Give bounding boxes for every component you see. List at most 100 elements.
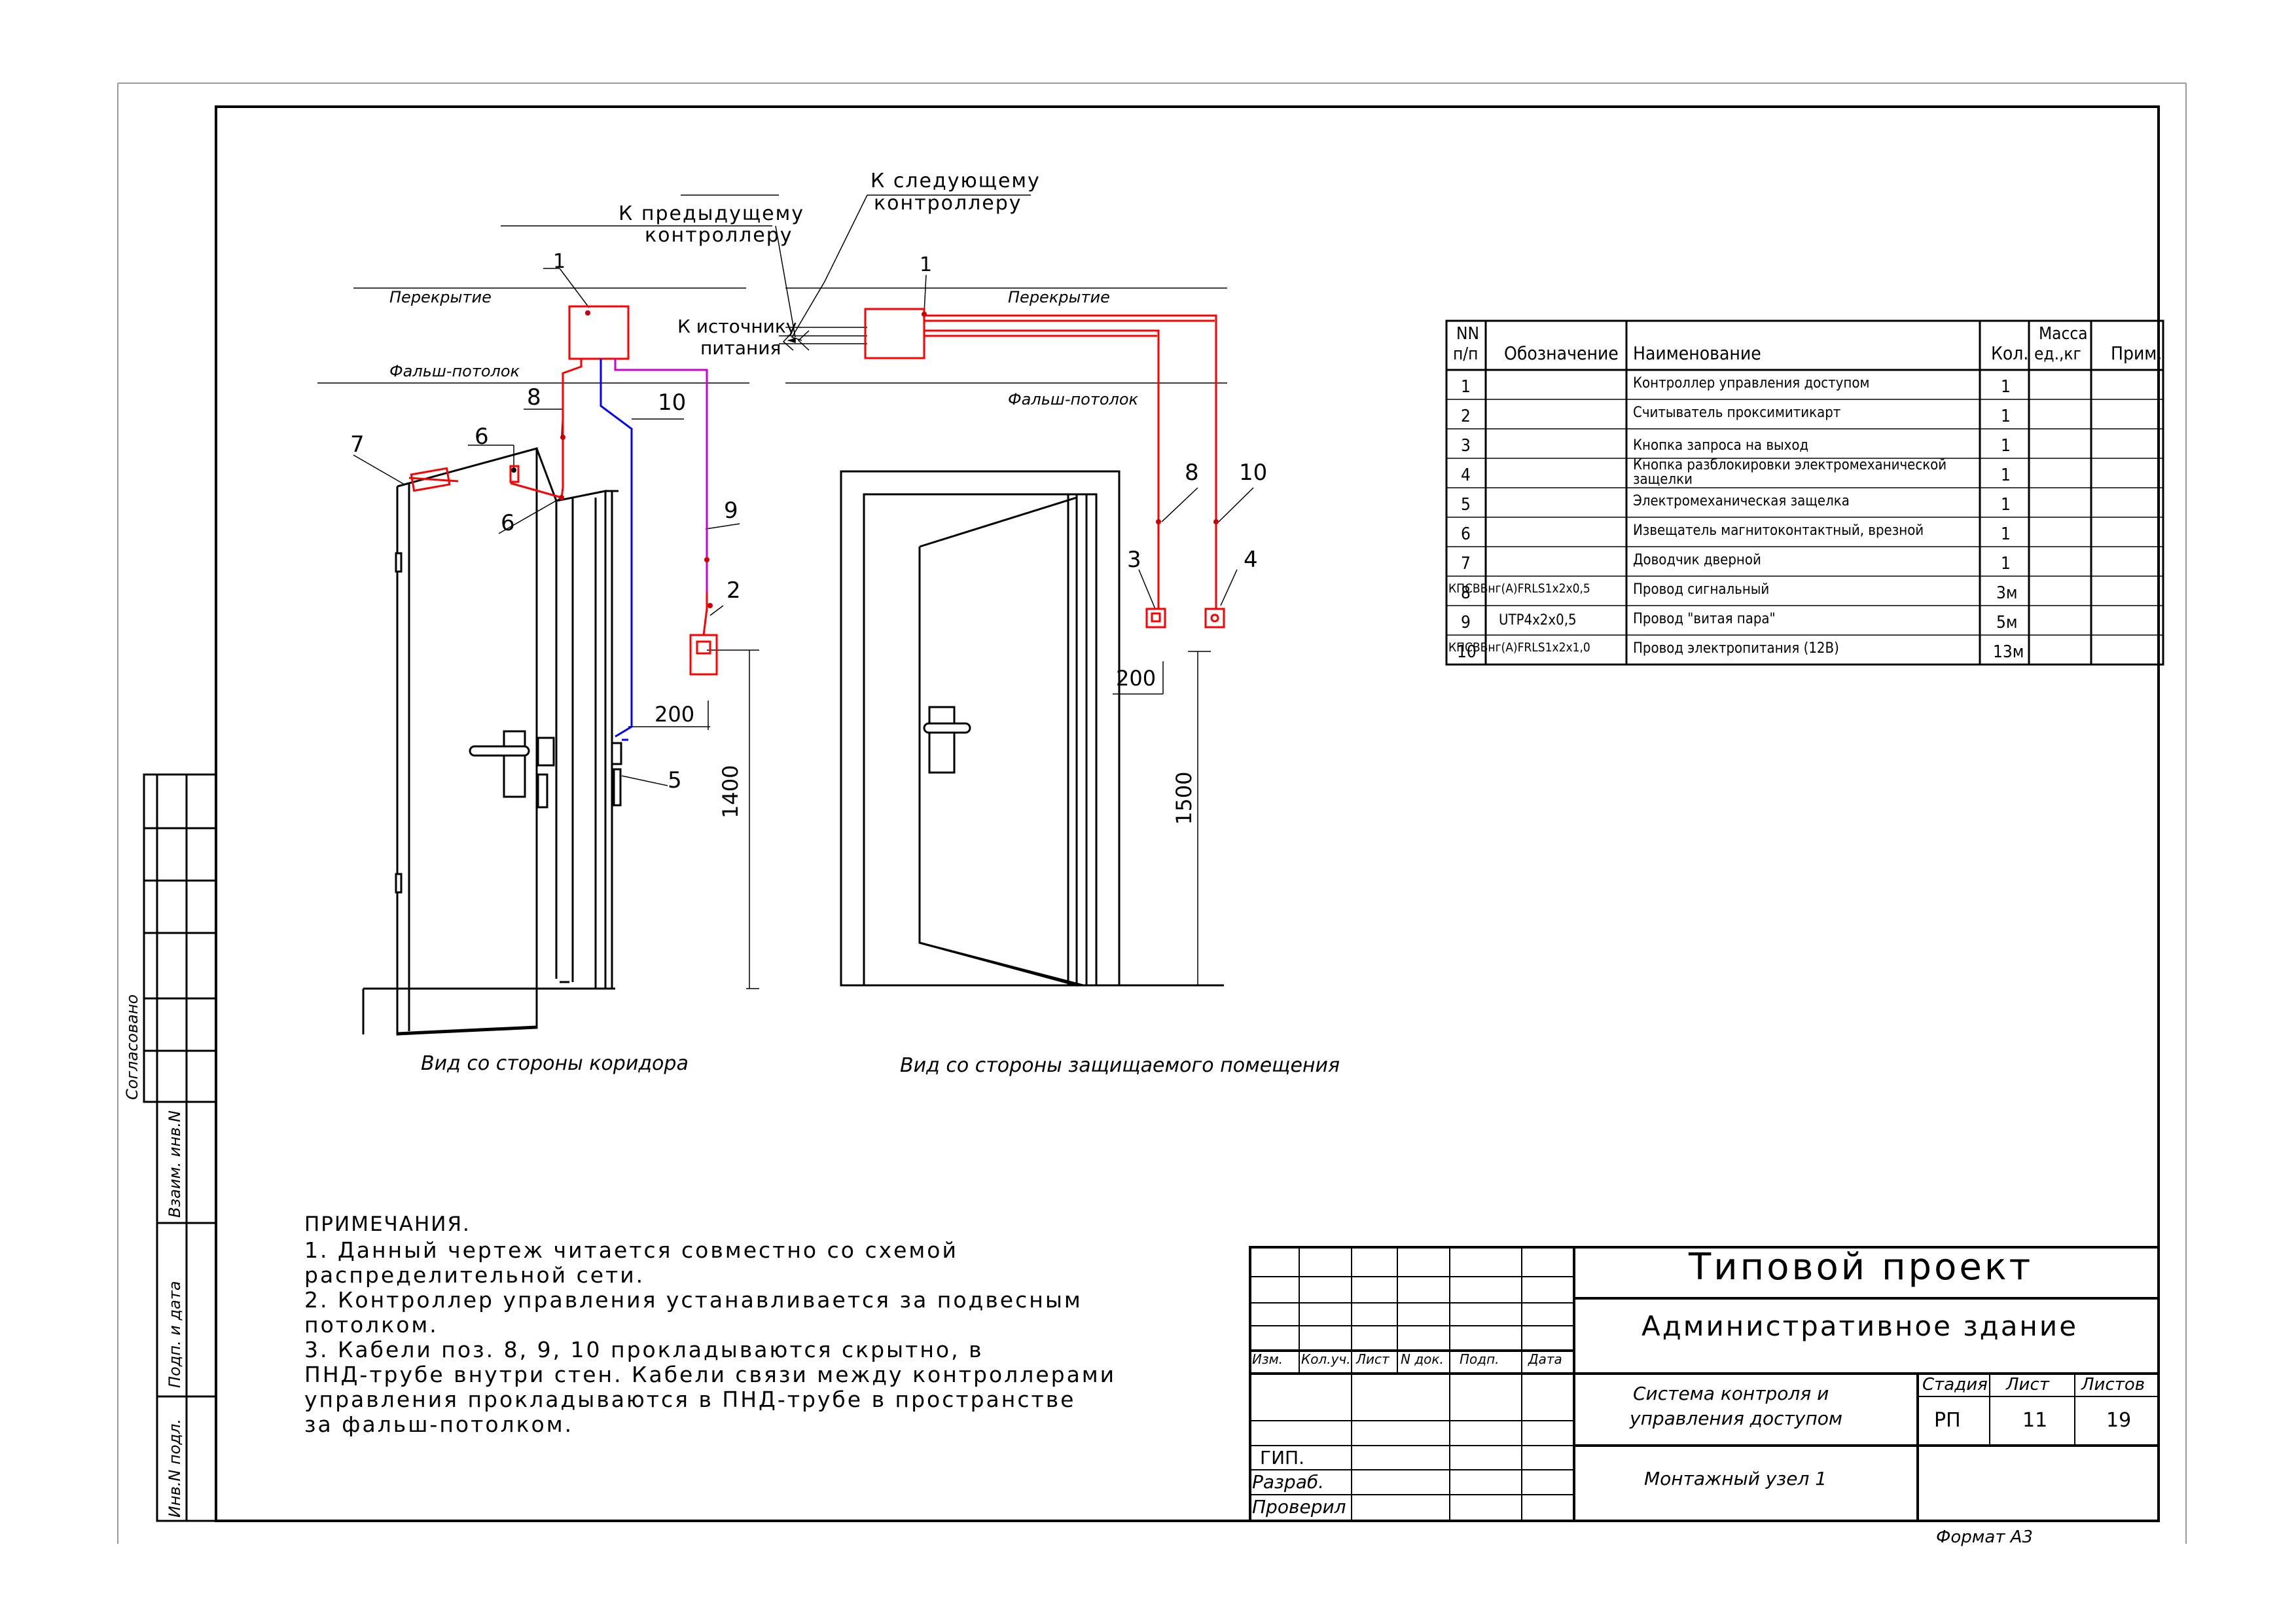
callout-9: 9 bbox=[724, 498, 738, 524]
tb-stage-label: Стадия bbox=[1922, 1375, 1988, 1395]
th-nn2: п/п bbox=[1453, 344, 1479, 364]
callout-5: 5 bbox=[668, 767, 682, 793]
tb-project: Типовой проект bbox=[1689, 1246, 2034, 1288]
table-row-n: 5 bbox=[1461, 495, 1471, 515]
notes-line: распределительной сети. bbox=[304, 1262, 645, 1288]
dim-1500: 1500 bbox=[1172, 771, 1196, 825]
callout-8-right: 8 bbox=[1185, 460, 1199, 486]
tb-col-list: Лист bbox=[1356, 1351, 1390, 1367]
table-row-qty: 1 bbox=[2001, 465, 2011, 485]
table-row-name: Кнопка разблокировки электромеханической bbox=[1633, 457, 1947, 473]
controller-right bbox=[864, 308, 925, 359]
callout-3: 3 bbox=[1127, 547, 1141, 573]
table-row-qty: 3м bbox=[1996, 583, 2018, 603]
tb-col-podp: Подп. bbox=[1460, 1351, 1499, 1367]
table-row-qty: 1 bbox=[2001, 524, 2011, 544]
table-row-name: Извещатель магнитоконтактный, врезной bbox=[1633, 522, 1924, 539]
left-stamp bbox=[143, 773, 217, 1522]
table-row-n: 7 bbox=[1461, 554, 1471, 574]
tb-col-ndok: N док. bbox=[1401, 1351, 1444, 1367]
tb-system-2: управления доступом bbox=[1630, 1408, 1843, 1429]
table-row-qty: 13м bbox=[1993, 642, 2024, 662]
callout-10-right: 10 bbox=[1239, 460, 1268, 486]
dim-1400: 1400 bbox=[718, 765, 743, 818]
table-row-qty: 1 bbox=[2001, 407, 2011, 426]
label-ceiling-left: Перекрытие bbox=[389, 288, 492, 306]
notes-line: управления прокладываются в ПНД-трубе в … bbox=[304, 1387, 1076, 1412]
table-row-code: КПСВВнг(А)FRLS1х2х1,0 bbox=[1448, 640, 1590, 655]
th-note: Прим. bbox=[2111, 342, 2162, 364]
stamp-sign-date: Подп. и дата bbox=[166, 1281, 184, 1389]
callout-6-bottom: 6 bbox=[501, 510, 515, 536]
label-false-ceiling-left: Фальш-потолок bbox=[389, 362, 520, 380]
callout-8-left: 8 bbox=[527, 384, 541, 410]
table-row-qty: 1 bbox=[2001, 436, 2011, 456]
th-nn: NN bbox=[1456, 324, 1479, 344]
dimension-lines bbox=[628, 649, 1211, 989]
label-view-room: Вид со стороны защищаемого помещения bbox=[900, 1054, 1340, 1077]
table-row-n: 10 bbox=[1457, 642, 1477, 662]
tb-col-kol: Кол.уч. bbox=[1301, 1351, 1351, 1367]
corridor-door bbox=[362, 447, 622, 1036]
table-row-name: Электромеханическая защелка bbox=[1633, 493, 1850, 509]
controller-left bbox=[568, 305, 630, 360]
stamp-agreed: Согласовано bbox=[123, 994, 141, 1100]
tb-format: Формат А3 bbox=[1936, 1527, 2034, 1547]
th-name: Наименование bbox=[1633, 342, 1761, 364]
table-row-qty: 1 bbox=[2001, 554, 2011, 574]
callout-2: 2 bbox=[726, 577, 741, 604]
label-to-prev: К предыдущему bbox=[619, 202, 804, 225]
table-row-qty: 1 bbox=[2001, 495, 2011, 515]
table-row-code: UTP4х2х0,5 bbox=[1499, 612, 1577, 629]
table-row-name: Провод электропитания (12В) bbox=[1633, 640, 1839, 657]
table-row-n: 3 bbox=[1461, 436, 1471, 456]
stamp-inv-sub: Взаим. инв.N bbox=[166, 1110, 184, 1218]
callout-10-left: 10 bbox=[658, 390, 687, 416]
th-qty: Кол. bbox=[1991, 342, 2029, 364]
table-row-name: Провод сигнальный bbox=[1633, 581, 1770, 598]
label-to-power-2: питания bbox=[700, 337, 781, 359]
label-to-power: К источнику bbox=[677, 316, 797, 337]
table-row-n: 9 bbox=[1461, 613, 1471, 632]
room-door bbox=[840, 470, 1224, 987]
tb-building: Административное здание bbox=[1641, 1310, 2079, 1342]
label-to-next-2: контроллеру bbox=[874, 192, 1022, 215]
callout-7: 7 bbox=[350, 431, 365, 458]
table-row-name: Считыватель проксимитикарт bbox=[1633, 405, 1841, 421]
table-row-qty: 5м bbox=[1996, 613, 2018, 632]
dim-200-left: 200 bbox=[655, 702, 695, 727]
table-row-n: 2 bbox=[1461, 407, 1471, 426]
tb-col-data: Дата bbox=[1528, 1351, 1562, 1367]
label-ceiling-right: Перекрытие bbox=[1008, 288, 1110, 306]
notes-line: 3. Кабели поз. 8, 9, 10 прокладываются с… bbox=[304, 1337, 984, 1362]
tb-col-izm: Изм. bbox=[1252, 1351, 1283, 1367]
notes-line: 1. Данный чертеж читается совместно со с… bbox=[304, 1237, 958, 1263]
table-row-qty: 1 bbox=[2001, 377, 2011, 397]
label-to-next: К следующему bbox=[870, 170, 1041, 192]
th-code: Обозначение bbox=[1504, 342, 1619, 364]
tb-role-prover: Проверил bbox=[1252, 1496, 1346, 1518]
th-mass: Масса bbox=[2039, 324, 2088, 344]
dim-200-right: 200 bbox=[1116, 666, 1157, 691]
table-row-n: 8 bbox=[1461, 583, 1471, 603]
notes-line: ПНД-трубе внутри стен. Кабели связи межд… bbox=[304, 1362, 1117, 1387]
label-to-prev-2: контроллеру bbox=[645, 224, 793, 247]
table-row-name: Контроллер управления доступом bbox=[1633, 375, 1870, 392]
th-mass2: ед.,кг bbox=[2034, 344, 2081, 364]
table-row-code: КПСВВнг(А)FRLS1х2х0,5 bbox=[1448, 581, 1590, 596]
table-row-name: Провод "витая пара" bbox=[1633, 611, 1776, 627]
table-row-n: 6 bbox=[1461, 524, 1471, 544]
tb-sheets: 19 bbox=[2106, 1409, 2132, 1432]
stamp-inv-orig: Инв.N подл. bbox=[166, 1419, 184, 1518]
tb-sheet: 11 bbox=[2022, 1409, 2048, 1432]
cables bbox=[408, 305, 1225, 741]
tb-sheets-label: Листов bbox=[2081, 1375, 2145, 1395]
leader-lines bbox=[353, 194, 1254, 786]
tb-stage: РП bbox=[1934, 1409, 1961, 1432]
callout-1-right: 1 bbox=[920, 253, 933, 276]
label-false-ceiling-right: Фальш-потолок bbox=[1008, 390, 1139, 409]
table-row-n: 4 bbox=[1461, 465, 1471, 485]
tb-sheet-label: Лист bbox=[2006, 1375, 2049, 1395]
